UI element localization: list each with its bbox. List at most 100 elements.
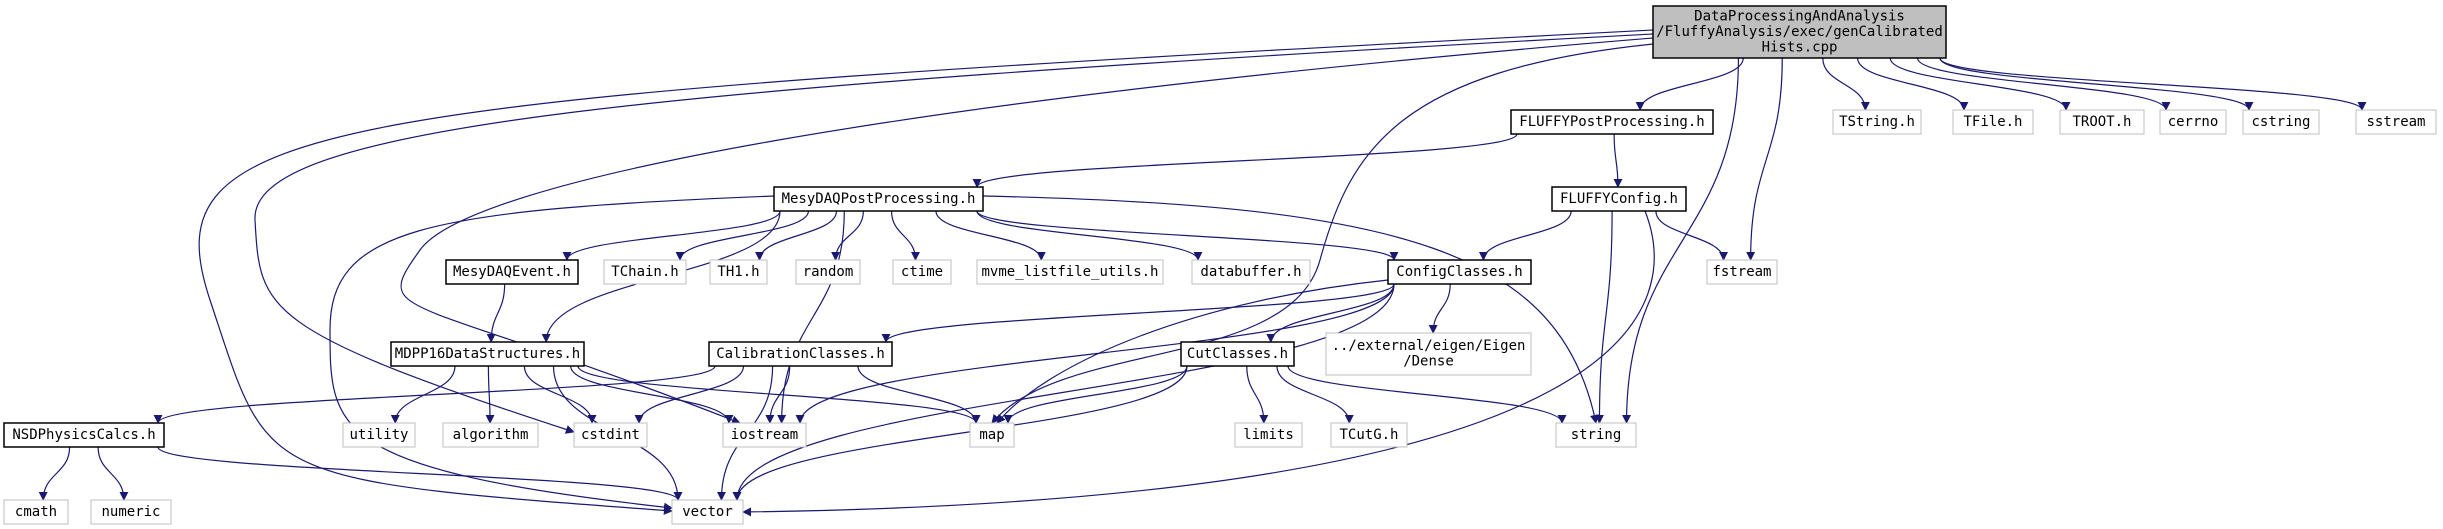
node-limits: limits [1234, 422, 1303, 448]
node-box [573, 422, 648, 448]
node-box [1652, 5, 1947, 59]
edge-root-to-cerrno [1916, 57, 2171, 111]
node-fluffy_config[interactable]: FLUFFYConfig.h [1551, 186, 1687, 212]
edge-root-to-tfile [1856, 57, 1969, 111]
node-root[interactable]: DataProcessingAndAnalysis/FluffyAnalysis… [1652, 5, 1947, 59]
node-box [445, 259, 579, 285]
node-label: mvme_listfile_utils.h [981, 264, 1158, 280]
node-label: utility [349, 427, 408, 443]
node-box [1191, 259, 1311, 285]
node-eigen: ../external/eigen/Eigen/Dense [1325, 332, 1532, 376]
node-mdpp16[interactable]: MDPP16DataStructures.h [390, 341, 585, 367]
node-label: TChain.h [611, 264, 678, 280]
edge-nsd-to-vector [157, 446, 683, 501]
node-nsd[interactable]: NSDPhysicsCalcs.h [3, 422, 165, 448]
node-cut_classes[interactable]: CutClasses.h [1180, 341, 1295, 367]
node-box [1510, 109, 1714, 135]
edge-cut_classes-to-limits [1246, 365, 1269, 424]
edge-mdpp16-to-algorithm [485, 365, 495, 424]
node-box [90, 499, 172, 525]
node-label: TFile.h [1963, 114, 2022, 130]
node-tstring: TString.h [1832, 109, 1922, 135]
edge-mesydaq_postproc-to-iostream [777, 210, 845, 424]
edge-mesydaq_postproc-to-mvme [935, 210, 1046, 261]
node-label: TROOT.h [2072, 114, 2131, 130]
edge-fluffy_config-to-vector [742, 210, 1655, 517]
node-sstream: sstream [2355, 109, 2437, 135]
edge-mdpp16-to-map [577, 365, 981, 424]
node-label: /FluffyAnalysis/exec/genCalibrated [1656, 24, 1943, 40]
edge-fluffy_postproc-to-fluffy_config [1613, 133, 1623, 188]
node-mesydaq_event[interactable]: MesyDAQEvent.h [445, 259, 579, 285]
node-cerrno: cerrno [2159, 109, 2227, 135]
node-box [603, 259, 687, 285]
node-label: cerrno [2168, 114, 2219, 130]
node-config_classes[interactable]: ConfigClasses.h [1387, 259, 1532, 285]
node-cmath: cmath [3, 499, 69, 525]
node-box [709, 259, 768, 285]
node-box [1551, 186, 1687, 212]
node-box [2059, 109, 2145, 135]
node-label: fstream [1712, 264, 1771, 280]
edge-root-to-string [1622, 57, 1740, 424]
node-fluffy_postproc[interactable]: FLUFFYPostProcessing.h [1510, 109, 1714, 135]
edge-config_classes-to-vector [732, 283, 1395, 501]
edge-fluffy_config-to-string [1594, 210, 1613, 424]
edge-calibration-to-iostream [765, 365, 791, 424]
edge-mesydaq_postproc-to-th1 [755, 210, 838, 261]
node-box [1952, 109, 2034, 135]
node-label: databuffer.h [1200, 264, 1301, 280]
edge-nsd-to-numeric [97, 446, 129, 501]
edge-root-to-vector [198, 29, 1654, 515]
edge-fluffy_config-to-fstream [1655, 210, 1729, 261]
node-box [1234, 422, 1303, 448]
node-label: TH1.h [717, 264, 759, 280]
node-label: cstring [2251, 114, 2310, 130]
node-box [390, 341, 585, 367]
edge-config_classes-to-eigen [1428, 283, 1451, 334]
node-label: cstdint [581, 427, 640, 443]
node-label: MesyDAQPostProcessing.h [782, 191, 976, 207]
node-box [1706, 259, 1778, 285]
edge-root-to-fluffy_postproc [1635, 57, 1744, 111]
node-label: MesyDAQEvent.h [453, 264, 571, 280]
node-map: map [969, 422, 1015, 448]
node-databuffer: databuffer.h [1191, 259, 1311, 285]
node-label: sstream [2366, 114, 2425, 130]
node-random: random [795, 259, 861, 285]
edge-root-to-tstring [1822, 57, 1870, 111]
node-box [2355, 109, 2437, 135]
node-label: random [803, 264, 854, 280]
node-box [892, 259, 952, 285]
node-box [1325, 332, 1532, 376]
node-label: /Dense [1403, 354, 1454, 370]
node-label: MDPP16DataStructures.h [395, 346, 580, 362]
node-box [1330, 422, 1408, 448]
node-box [1555, 422, 1637, 448]
node-fstream: fstream [1706, 259, 1778, 285]
node-string: string [1555, 422, 1637, 448]
node-mesydaq_postproc[interactable]: MesyDAQPostProcessing.h [773, 186, 984, 212]
edge-mesydaq_postproc-to-tchain [675, 210, 810, 261]
node-cstring: cstring [2242, 109, 2320, 135]
node-label: limits [1243, 427, 1294, 443]
edge-mesydaq_postproc-to-vector [329, 195, 775, 512]
node-cstdint: cstdint [573, 422, 648, 448]
edge-mesydaq_postproc-to-mesydaq_event [562, 210, 781, 261]
node-box [969, 422, 1015, 448]
node-calibration[interactable]: CalibrationClasses.h [708, 341, 893, 367]
edge-root-to-troot [1889, 57, 2071, 111]
node-label: ../external/eigen/Eigen [1332, 338, 1526, 354]
node-tchain: TChain.h [603, 259, 687, 285]
node-label: map [979, 427, 1004, 443]
node-ctime: ctime [892, 259, 952, 285]
node-label: CalibrationClasses.h [716, 346, 885, 362]
node-algorithm: algorithm [442, 422, 539, 448]
node-iostream: iostream [722, 422, 807, 448]
node-vector: vector [671, 499, 744, 525]
node-mvme: mvme_listfile_utils.h [976, 259, 1164, 285]
node-label: numeric [101, 504, 160, 520]
edge-root-to-sstream [1939, 57, 2367, 111]
edge-root-to-cstring [1939, 57, 2254, 111]
